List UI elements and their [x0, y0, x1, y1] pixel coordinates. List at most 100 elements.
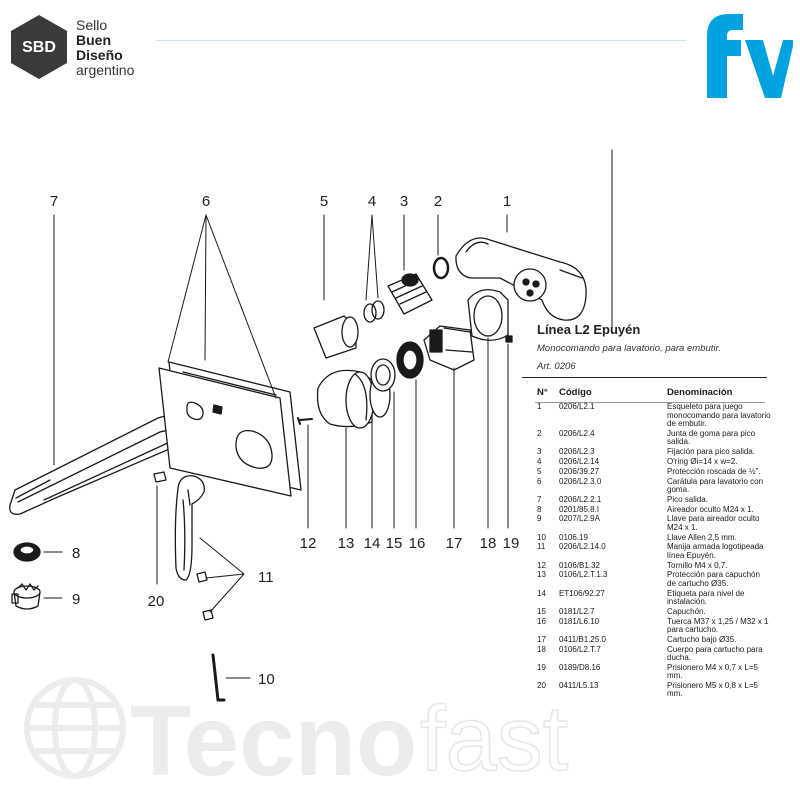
part-3-spout-fixing	[387, 273, 433, 315]
row-name: Prisionero M5 x 0,8 x L=5 mm.	[667, 681, 758, 699]
row-number: 16	[537, 616, 546, 626]
callout-18: 18	[480, 535, 497, 552]
row-name: Pico salida.	[667, 494, 708, 504]
part-11-nut-b	[202, 609, 214, 621]
callout-17: 17	[446, 535, 463, 552]
callout-11: 11	[258, 569, 274, 586]
header-name: Denominación	[667, 387, 733, 398]
row-number: 20	[537, 681, 546, 691]
callout-10: 10	[258, 671, 275, 688]
part-4-orings	[363, 300, 385, 323]
row-name: Protección roscada de ½".	[667, 466, 761, 476]
callout-16: 16	[409, 535, 426, 552]
callout-12: 12	[300, 535, 317, 552]
part-20-screw	[153, 471, 167, 483]
row-code: 0206/L2.2.1	[559, 494, 602, 504]
callout-9: 9	[72, 591, 80, 608]
row-name: Etiqueta para nivel de instalación.	[667, 588, 745, 607]
part-8-aerator	[13, 542, 41, 562]
row-number: 13	[537, 570, 546, 580]
product-article: Art. 0206	[537, 361, 576, 372]
row-code: 0181/L2.7	[559, 606, 595, 616]
callout-13: 13	[338, 535, 355, 552]
row-code: 0206/L2.1	[559, 402, 595, 412]
row-name: O'ring Øi=14 x w=2.	[667, 457, 738, 467]
row-code: 0206/L2.4	[559, 429, 595, 439]
part-9-aerator-key	[11, 583, 41, 610]
sbd-line-4: argentino	[76, 62, 135, 78]
row-number: 14	[537, 588, 546, 598]
row-code: 0201/85.8.I	[559, 504, 600, 514]
table-row: 15 0181/L2.7 Capuchón.	[537, 606, 771, 618]
table-row: 3 0206/L2.3 Fijación para pico salida.	[537, 448, 771, 458]
sbd-line-3: Diseño	[76, 47, 123, 63]
callout-20: 20	[148, 593, 165, 610]
row-number: 18	[537, 644, 546, 654]
row-code: 0206/L2.14.0	[559, 542, 606, 552]
row-number: 2	[537, 429, 542, 439]
row-code: 0189/D8.16	[559, 662, 601, 672]
row-name: Prisionero M4 x 0,7 x L=5 mm.	[667, 662, 758, 681]
part-7-spout	[9, 415, 185, 515]
product-line-title: Línea L2 Epuyén	[537, 322, 641, 337]
callout-14: 14	[364, 535, 381, 552]
row-code: 0206/L2.3	[559, 447, 595, 457]
row-code: 0411/B1.25.0	[559, 634, 607, 644]
row-number: 10	[537, 532, 546, 542]
row-name: Fijación para pico salida.	[667, 447, 756, 457]
row-number: 8	[537, 504, 542, 514]
row-number: 7	[537, 494, 542, 504]
callout-6: 6	[202, 193, 210, 210]
row-name: Cartucho bajo Ø35.	[667, 634, 737, 644]
row-number: 6	[537, 476, 542, 486]
row-number: 3	[537, 447, 542, 457]
row-code: 0106/L2.T.1.3	[559, 570, 608, 580]
header-number: N°	[537, 387, 548, 398]
table-row: 8 0201/85.8.I Aireador oculto M24 x 1.	[537, 504, 771, 516]
table-row: 7 0206/L2.2.1 Pico salida.	[537, 494, 771, 506]
part-2-gasket	[432, 256, 450, 280]
row-name: Manija armada logotipeada línea Epuyén.	[667, 542, 764, 560]
row-code: ET106/92.27	[559, 588, 605, 598]
watermark-text-a: Tecno	[130, 685, 417, 797]
row-name: Capuchón.	[667, 606, 706, 616]
part-17-cartridge	[423, 325, 475, 371]
callout-19: 19	[503, 535, 520, 552]
part-13-cap-protection	[316, 369, 375, 429]
row-code: 0106.19	[559, 532, 588, 542]
row-number: 17	[537, 634, 546, 644]
sbd-badge: SBD	[11, 15, 67, 79]
callout-5: 5	[320, 193, 328, 210]
callout-15: 15	[386, 535, 403, 552]
row-code: 0206/L2.3.0	[559, 476, 602, 486]
row-name: Protección para capuchón de cartucho Ø35…	[667, 570, 760, 588]
part-15-cap	[370, 358, 396, 392]
fv-logo	[707, 14, 793, 98]
row-name: Tuerca M37 x 1,25 / M32 x 1 para cartuch…	[667, 616, 769, 635]
row-number: 12	[537, 560, 546, 570]
part-11-nut-a	[196, 571, 208, 583]
header-divider	[156, 40, 686, 41]
part-18-cartridge-body	[467, 289, 509, 341]
row-number: 15	[537, 606, 546, 616]
header-code: Código	[559, 387, 592, 398]
callout-leaders	[43, 149, 613, 679]
product-subtitle: Monocomando para lavatorio, para embutir…	[537, 343, 721, 354]
row-code: 0206/L2.14	[559, 457, 600, 467]
globe-icon	[24, 677, 126, 779]
callout-2: 2	[434, 193, 442, 210]
row-name: Aireador oculto M24 x 1.	[667, 504, 754, 514]
part-1-skeleton	[455, 237, 587, 321]
part-6-faceplate	[158, 361, 302, 497]
